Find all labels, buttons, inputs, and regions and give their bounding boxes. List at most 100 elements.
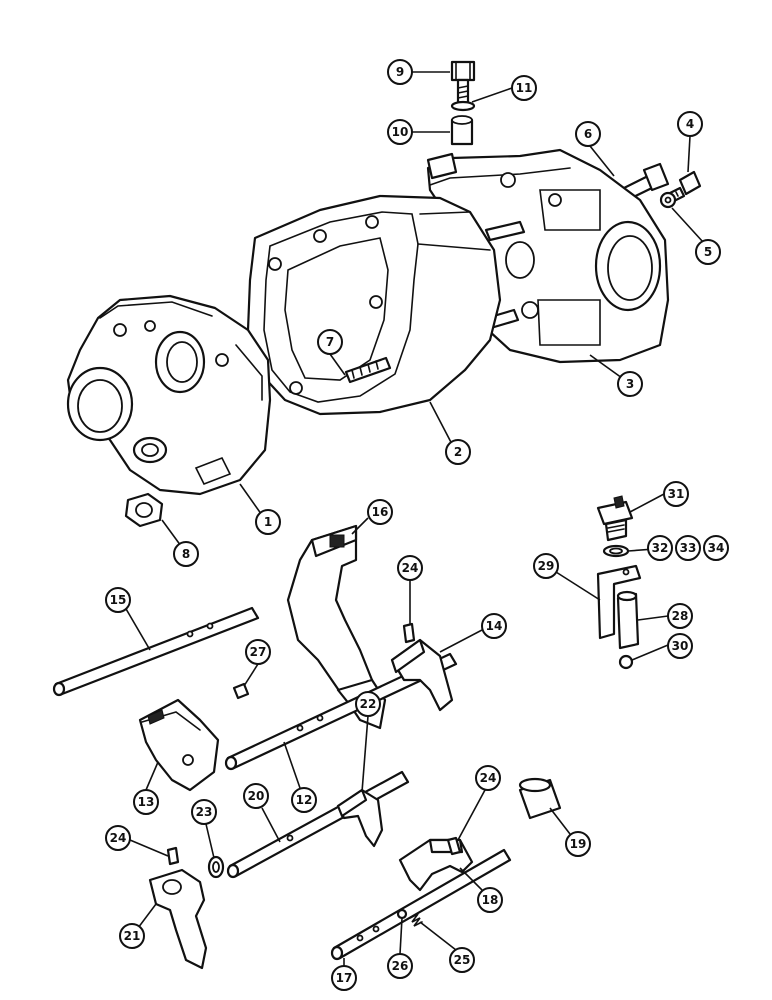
stud-7: [344, 356, 392, 384]
callout-2: 2: [445, 439, 471, 465]
bracket-29: [596, 564, 642, 640]
callout-label: 20: [248, 789, 265, 803]
callout-7: 7: [317, 329, 343, 355]
callout-label: 16: [372, 505, 389, 519]
callout-23: 23: [191, 799, 217, 825]
callout-33: 33: [675, 535, 701, 561]
callout-10: 10: [387, 119, 413, 145]
spring-25: [409, 913, 423, 927]
callout-label: 18: [482, 893, 499, 907]
roll-pin-24b: [166, 846, 180, 866]
washer-5: [659, 191, 677, 209]
callout-5: 5: [695, 239, 721, 265]
callout-label: 30: [672, 639, 689, 653]
callout-17: 17: [331, 965, 357, 991]
callout-label: 2: [454, 445, 462, 459]
callout-label: 32: [652, 541, 669, 555]
callout-24: 24: [105, 825, 131, 851]
callout-22: 22: [355, 691, 381, 717]
switch-31: [596, 495, 634, 542]
callout-34: 34: [703, 535, 729, 561]
callout-label: 28: [672, 609, 689, 623]
callout-18: 18: [477, 887, 503, 913]
callout-label: 24: [480, 771, 497, 785]
spacer-10: [450, 115, 474, 146]
callout-label: 12: [296, 793, 313, 807]
callout-28: 28: [667, 603, 693, 629]
selector-rail-12: [224, 652, 458, 771]
callout-4: 4: [677, 111, 703, 137]
callout-21: 21: [119, 923, 145, 949]
selector-rail-15: [52, 606, 260, 697]
selector-fork-22: [336, 788, 384, 848]
callout-label: 24: [110, 831, 127, 845]
callout-label: 33: [680, 541, 697, 555]
callout-label: 5: [704, 245, 712, 259]
callout-label: 22: [360, 697, 377, 711]
callout-label: 15: [110, 593, 127, 607]
callout-label: 23: [196, 805, 213, 819]
front-housing-1: [66, 294, 272, 496]
callout-label: 19: [570, 837, 587, 851]
callout-32: 32: [647, 535, 673, 561]
bolt-9: [450, 60, 476, 106]
callout-label: 31: [668, 487, 685, 501]
callout-8: 8: [173, 541, 199, 567]
ball-26: [396, 908, 408, 920]
ball-27: [232, 682, 250, 700]
callout-label: 1: [264, 515, 272, 529]
washer-32: [602, 544, 630, 558]
callout-label: 9: [396, 65, 404, 79]
callout-11: 11: [511, 75, 537, 101]
sleeve-28: [616, 590, 640, 650]
callout-label: 4: [686, 117, 694, 131]
callout-26: 26: [387, 953, 413, 979]
callout-1: 1: [255, 509, 281, 535]
callout-label: 24: [402, 561, 419, 575]
callout-label: 29: [538, 559, 555, 573]
callout-label: 17: [336, 971, 353, 985]
selector-rail-17: [330, 848, 512, 961]
callout-13: 13: [133, 789, 159, 815]
callout-6: 6: [575, 121, 601, 147]
callout-12: 12: [291, 787, 317, 813]
callout-15: 15: [105, 587, 131, 613]
callout-label: 10: [392, 125, 409, 139]
callout-label: 27: [250, 645, 267, 659]
washer-11: [450, 100, 476, 112]
callout-14: 14: [481, 613, 507, 639]
callout-3: 3: [617, 371, 643, 397]
callout-9: 9: [387, 59, 413, 85]
callout-label: 6: [584, 127, 592, 141]
callout-24: 24: [475, 765, 501, 791]
callout-label: 26: [392, 959, 409, 973]
callout-16: 16: [367, 499, 393, 525]
callout-24: 24: [397, 555, 423, 581]
callout-31: 31: [663, 481, 689, 507]
callout-label: 21: [124, 929, 141, 943]
callout-label: 11: [516, 81, 533, 95]
callout-label: 34: [708, 541, 725, 555]
callout-30: 30: [667, 633, 693, 659]
adapter-housing-2: [246, 194, 502, 416]
roll-pin-24a: [402, 622, 416, 644]
circlip-23: [207, 855, 225, 879]
callout-label: 25: [454, 953, 471, 967]
selector-fork-21: [148, 868, 208, 970]
callout-20: 20: [243, 783, 269, 809]
nut-8: [124, 492, 164, 528]
roll-pin-24c: [446, 836, 462, 856]
callout-29: 29: [533, 553, 559, 579]
callout-25: 25: [449, 947, 475, 973]
callout-label: 14: [486, 619, 503, 633]
callout-label: 8: [182, 547, 190, 561]
callout-label: 13: [138, 795, 155, 809]
callout-label: 7: [326, 335, 334, 349]
callout-27: 27: [245, 639, 271, 665]
ball-30: [618, 654, 634, 670]
callout-label: 3: [626, 377, 634, 391]
interlock-13: [138, 698, 220, 792]
selector-fork-14: [390, 638, 454, 712]
callout-19: 19: [565, 831, 591, 857]
